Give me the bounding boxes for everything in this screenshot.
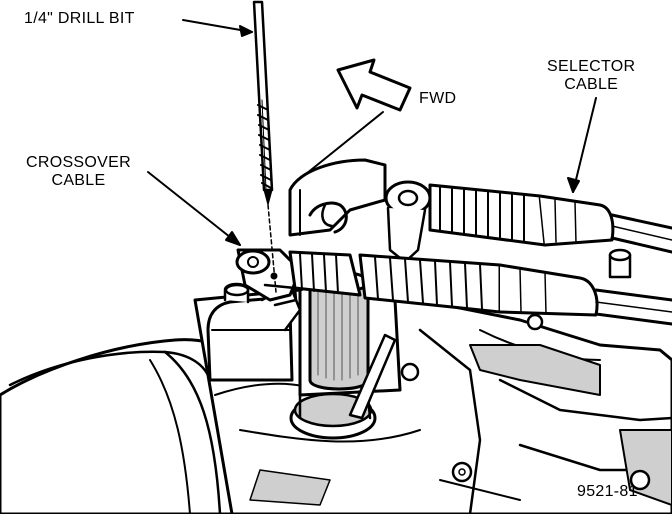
selector-cable-label: SELECTOR CABLE xyxy=(547,58,635,94)
selector-cable xyxy=(384,180,672,264)
selector-label-line1: SELECTOR xyxy=(547,58,636,75)
crossover-cable-label: CROSSOVER CABLE xyxy=(26,154,131,190)
fwd-label: FWD xyxy=(419,90,457,107)
selector-label-line2: CABLE xyxy=(564,76,619,93)
cable-bracket xyxy=(288,158,387,237)
forward-arrow xyxy=(336,58,412,112)
figure-id: 9521-81 xyxy=(577,483,638,500)
crossover-label-line2: CABLE xyxy=(51,172,106,189)
crossover-lever xyxy=(235,248,302,307)
crossover-label-line1: CROSSOVER xyxy=(26,154,131,171)
drill-bit xyxy=(252,0,277,293)
crossover-cable xyxy=(288,248,672,326)
leader-lines xyxy=(147,19,597,246)
drill-bit-label: 1/4" DRILL BIT xyxy=(24,10,135,27)
